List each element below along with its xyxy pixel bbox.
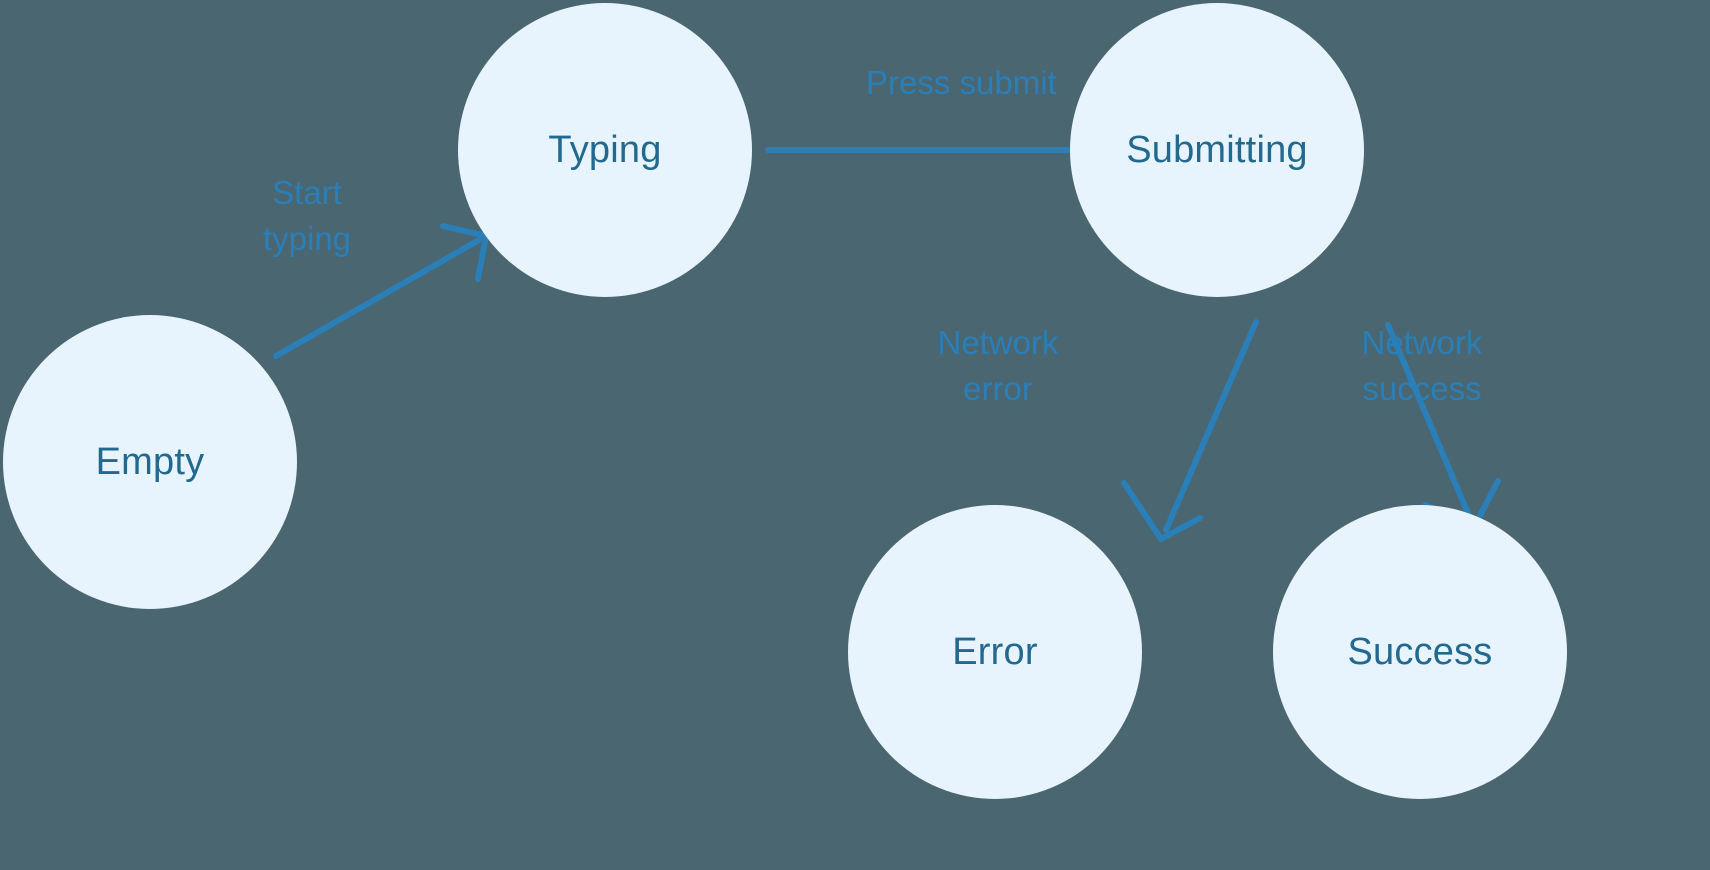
node-submitting-label: Submitting: [1126, 129, 1308, 171]
node-success[interactable]: Success: [1273, 505, 1567, 799]
node-empty-label: Empty: [95, 441, 205, 483]
node-typing-label: Typing: [548, 129, 662, 171]
node-submitting[interactable]: Submitting: [1070, 3, 1364, 297]
edge-label-network-success: Network success: [1361, 324, 1483, 407]
edge-submitting-to-error: [1121, 319, 1259, 542]
node-error[interactable]: Error: [848, 505, 1142, 799]
node-error-label: Error: [952, 631, 1038, 673]
edge-label-network-error: Network error: [937, 324, 1059, 407]
node-empty[interactable]: Empty: [3, 315, 297, 609]
edge-label-press-submit: Press submit: [866, 64, 1057, 101]
edge-label-start-typing: Start typing: [262, 174, 352, 257]
node-success-label: Success: [1347, 631, 1493, 673]
node-typing[interactable]: Typing: [458, 3, 752, 297]
